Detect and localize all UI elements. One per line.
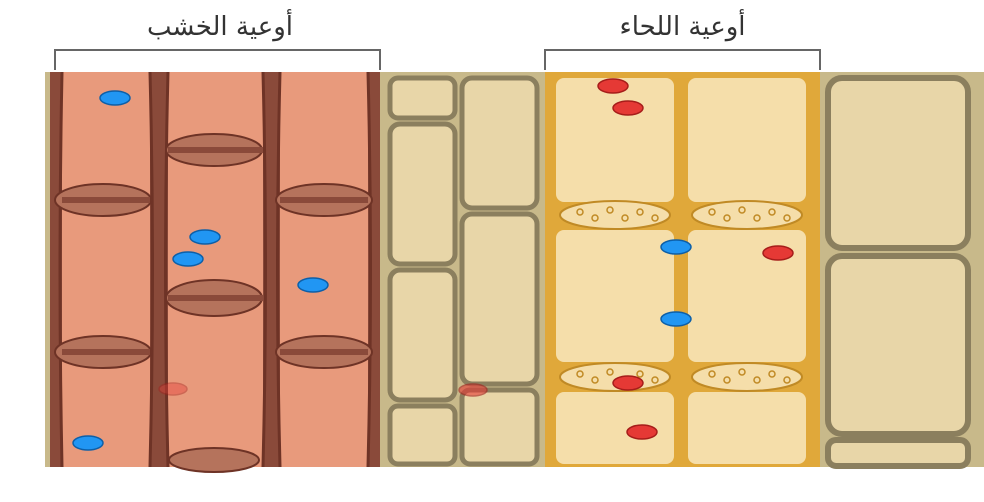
sugar-molecule-icon [159,383,187,395]
parenchyma-region [390,78,537,464]
water-molecule-icon [661,312,691,326]
phloem-region [545,72,820,467]
water-molecule-icon [190,230,220,244]
water-molecule-icon [73,436,103,450]
water-molecule-icon [298,278,328,292]
phloem-bracket [545,50,820,70]
sugar-molecule-icon [459,384,487,396]
sugar-molecule-icon [613,101,643,115]
sugar-molecule-icon [627,425,657,439]
water-molecule-icon [100,91,130,105]
sugar-molecule-icon [763,246,793,260]
sugar-molecule-icon [613,376,643,390]
water-molecule-icon [661,240,691,254]
outer-parenchyma-region [828,78,968,466]
sugar-molecule-icon [598,79,628,93]
water-molecule-icon [173,252,203,266]
xylem-bracket [55,50,380,70]
xylem-region [50,72,380,472]
